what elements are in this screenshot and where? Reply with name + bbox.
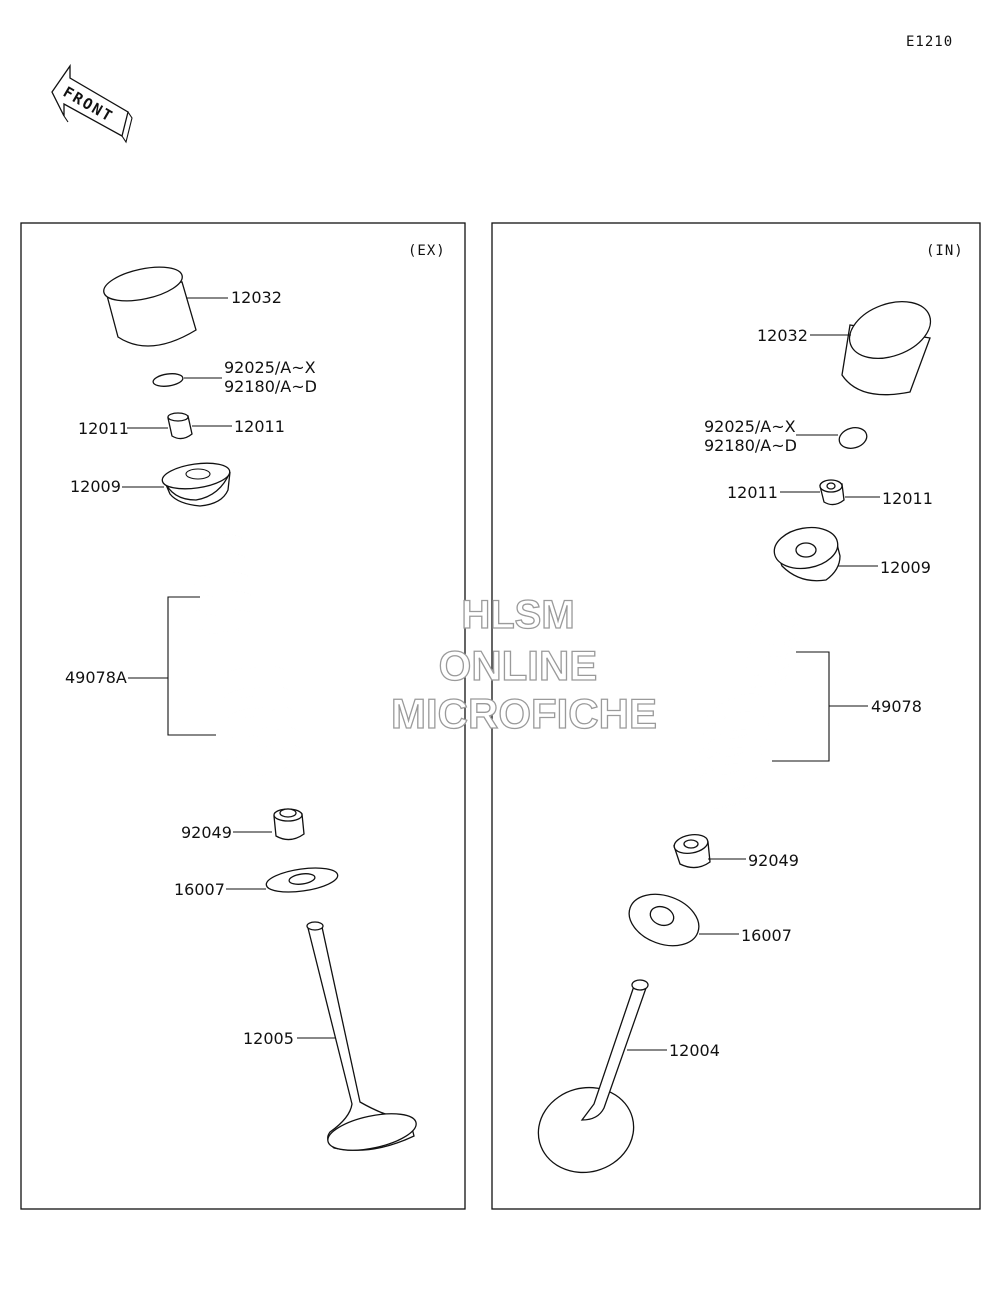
in-label-shim-a: 92025/A~X xyxy=(704,417,796,436)
ex-valve-spring xyxy=(186,534,305,777)
in-label-cotter-right: 12011 xyxy=(882,489,933,508)
ex-label-cotter-right: 12011 xyxy=(234,417,285,436)
ex-label-seal: 92049 xyxy=(181,823,232,842)
panel-ex-title: (EX) xyxy=(408,243,446,259)
in-valve xyxy=(537,979,649,1174)
ex-label-valve: 12005 xyxy=(243,1029,294,1048)
in-label-retainer: 12009 xyxy=(880,558,931,577)
in-label-valve: 12004 xyxy=(669,1041,720,1060)
panel-in-title: (IN) xyxy=(926,243,964,259)
ex-label-shim-b: 92180/A~D xyxy=(224,377,317,396)
in-label-tappet: 12032 xyxy=(757,326,808,345)
watermark-line-1: HLSM xyxy=(461,593,574,637)
ex-label-spring: 49078A xyxy=(65,668,127,687)
in-valve-spring xyxy=(689,601,805,809)
in-label-cotter-left: 12011 xyxy=(727,483,778,502)
in-label-seat: 16007 xyxy=(741,926,792,945)
in-label-shim-b: 92180/A~D xyxy=(704,436,797,455)
diagram-code: E1210 xyxy=(906,34,953,50)
ex-label-retainer: 12009 xyxy=(70,477,121,496)
watermark-line-3: MICROFICHE xyxy=(391,690,657,737)
ex-label-seat: 16007 xyxy=(174,880,225,899)
in-stem-seal xyxy=(673,834,711,869)
ex-shim xyxy=(152,373,184,387)
in-tappet xyxy=(841,301,932,396)
front-arrow-icon: FRONT xyxy=(51,63,133,144)
in-shim xyxy=(838,427,868,449)
in-label-seal: 92049 xyxy=(748,851,799,870)
in-retainer xyxy=(773,526,841,582)
ex-retainer xyxy=(161,462,231,507)
ex-stem-seal xyxy=(273,808,305,841)
ex-label-shim-a: 92025/A~X xyxy=(224,358,316,377)
ex-tappet xyxy=(103,266,197,347)
ex-cotter xyxy=(167,412,193,440)
ex-label-cotter-left: 12011 xyxy=(78,419,129,438)
ex-valve xyxy=(306,921,417,1151)
ex-spring-seat xyxy=(265,867,339,893)
ex-label-tappet: 12032 xyxy=(231,288,282,307)
panel-in xyxy=(491,222,981,1210)
in-cotter xyxy=(819,479,845,506)
in-spring-seat xyxy=(628,893,700,947)
watermark: HLSM ONLINE MICROFICHE xyxy=(390,592,657,737)
in-label-spring: 49078 xyxy=(871,697,922,716)
panel-ex xyxy=(20,222,466,1210)
watermark-line-2: ONLINE xyxy=(439,642,598,689)
